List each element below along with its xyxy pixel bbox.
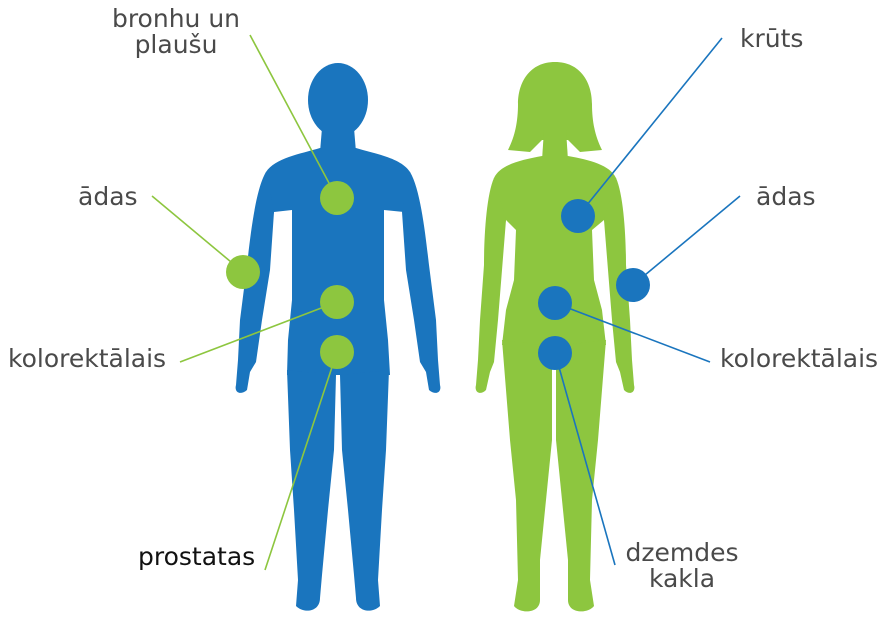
- marker-male-colorectal: [320, 285, 354, 319]
- female-left-arm: [476, 178, 506, 393]
- marker-female-cervical: [538, 336, 572, 370]
- female-neck: [542, 130, 568, 160]
- leader-female-breast: [578, 38, 722, 216]
- leader-male-skin: [152, 196, 243, 272]
- marker-male-lung: [320, 181, 354, 215]
- leader-female-skin: [633, 196, 740, 285]
- male-head: [308, 63, 368, 137]
- label-female-colorectal: kolorektālais: [720, 346, 878, 372]
- label-female-cervical-line1: dzemdes: [612, 540, 752, 566]
- label-male-lung-line2: plaušu: [96, 32, 256, 58]
- female-left-leg: [502, 340, 552, 611]
- label-female-cervical-line2: kakla: [612, 566, 752, 592]
- male-right-leg: [340, 370, 389, 611]
- label-female-breast: krūts: [740, 26, 803, 52]
- marker-female-colorectal: [538, 286, 572, 320]
- marker-male-skin: [226, 255, 260, 289]
- label-male-lung-line1: bronhu un: [96, 6, 256, 32]
- male-right-arm: [402, 172, 440, 393]
- label-female-skin: ādas: [756, 184, 816, 210]
- marker-male-prostate: [320, 335, 354, 369]
- label-male-prostate: prostatas: [138, 544, 255, 570]
- label-male-skin: ādas: [78, 184, 138, 210]
- marker-female-skin: [616, 268, 650, 302]
- male-left-leg: [287, 370, 336, 611]
- leader-lines: [152, 35, 740, 570]
- label-female-cervical: dzemdes kakla: [612, 540, 752, 592]
- label-male-colorectal: kolorektālais: [8, 346, 166, 372]
- marker-female-breast: [561, 199, 595, 233]
- label-male-lung: bronhu un plaušu: [96, 6, 256, 58]
